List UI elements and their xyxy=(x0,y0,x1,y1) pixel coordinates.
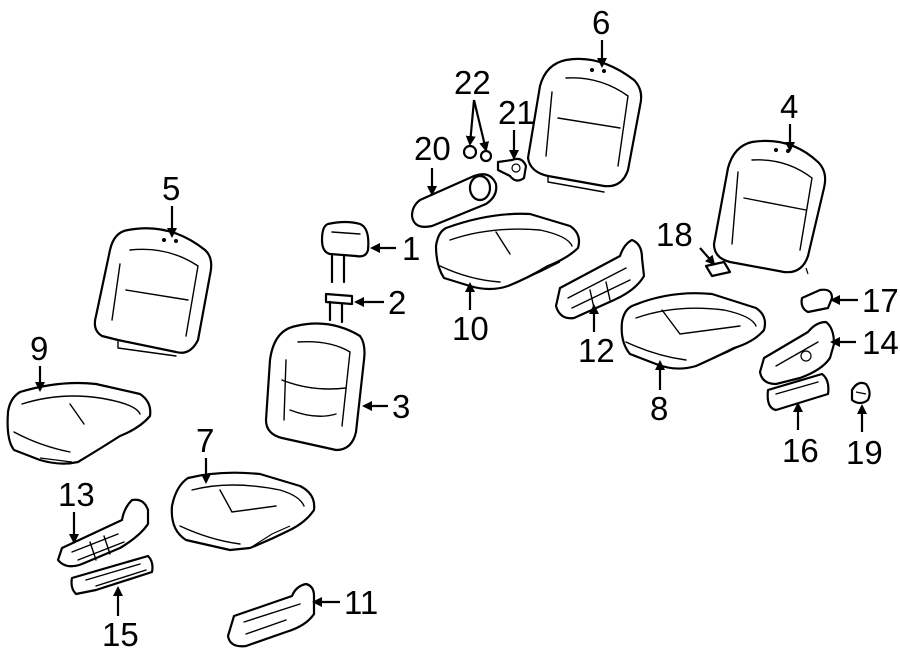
part-22-bolts[interactable] xyxy=(462,144,493,163)
callout-7: 7 xyxy=(196,422,214,459)
callout-16: 16 xyxy=(782,432,819,469)
callout-8: 8 xyxy=(650,390,668,427)
callout-5: 5 xyxy=(162,170,180,207)
part-9-seat-cushion-left[interactable] xyxy=(6,381,152,465)
part-15-side-trim[interactable] xyxy=(70,554,154,596)
callout-11: 11 xyxy=(344,584,378,621)
part-20-armrest[interactable] xyxy=(410,173,498,228)
callout-12: 12 xyxy=(578,332,615,369)
callout-20: 20 xyxy=(414,130,451,167)
part-3-seat-back-center[interactable] xyxy=(264,322,366,452)
callout-10: 10 xyxy=(452,310,489,347)
part-12-side-bracket[interactable] xyxy=(554,238,646,320)
callout-9: 9 xyxy=(30,330,48,367)
part-13-side-cover[interactable] xyxy=(56,498,150,568)
callout-labels: 1 2 3 4 5 6 7 8 9 10 11 12 13 14 15 16 1… xyxy=(30,4,899,653)
callout-1: 1 xyxy=(402,230,420,267)
part-6-seat-back-top[interactable] xyxy=(526,57,643,193)
part-21-armrest-hinge[interactable] xyxy=(496,157,528,182)
callout-2: 2 xyxy=(388,284,406,321)
part-16-side-trim[interactable] xyxy=(766,372,830,412)
callout-4: 4 xyxy=(780,88,798,125)
callout-21: 21 xyxy=(498,94,535,131)
callout-22: 22 xyxy=(454,64,491,101)
callout-13: 13 xyxy=(58,476,95,513)
part-18-clip[interactable] xyxy=(704,260,732,278)
callout-17: 17 xyxy=(862,282,899,319)
callout-18: 18 xyxy=(656,216,693,253)
callout-6: 6 xyxy=(592,4,610,41)
part-11-trim-cover[interactable] xyxy=(226,582,316,648)
part-19-knob[interactable] xyxy=(850,381,871,405)
part-1-headrest[interactable] xyxy=(320,220,370,284)
part-10-seat-cushion-top[interactable] xyxy=(434,212,581,291)
callout-3: 3 xyxy=(392,388,410,425)
callout-15: 15 xyxy=(102,616,139,653)
part-14-recliner-cover[interactable] xyxy=(758,320,836,386)
part-7-seat-cushion-center[interactable] xyxy=(170,471,316,552)
leader-arrows xyxy=(35,40,867,616)
part-4-seat-back-right[interactable] xyxy=(712,139,827,275)
callout-19: 19 xyxy=(846,434,883,471)
callout-14: 14 xyxy=(862,324,899,361)
part-2-headrest-guide[interactable] xyxy=(324,292,354,324)
part-5-seat-back-left[interactable] xyxy=(93,227,213,357)
part-17-lever[interactable] xyxy=(800,288,834,314)
part-8-seat-cushion-right[interactable] xyxy=(620,292,767,370)
